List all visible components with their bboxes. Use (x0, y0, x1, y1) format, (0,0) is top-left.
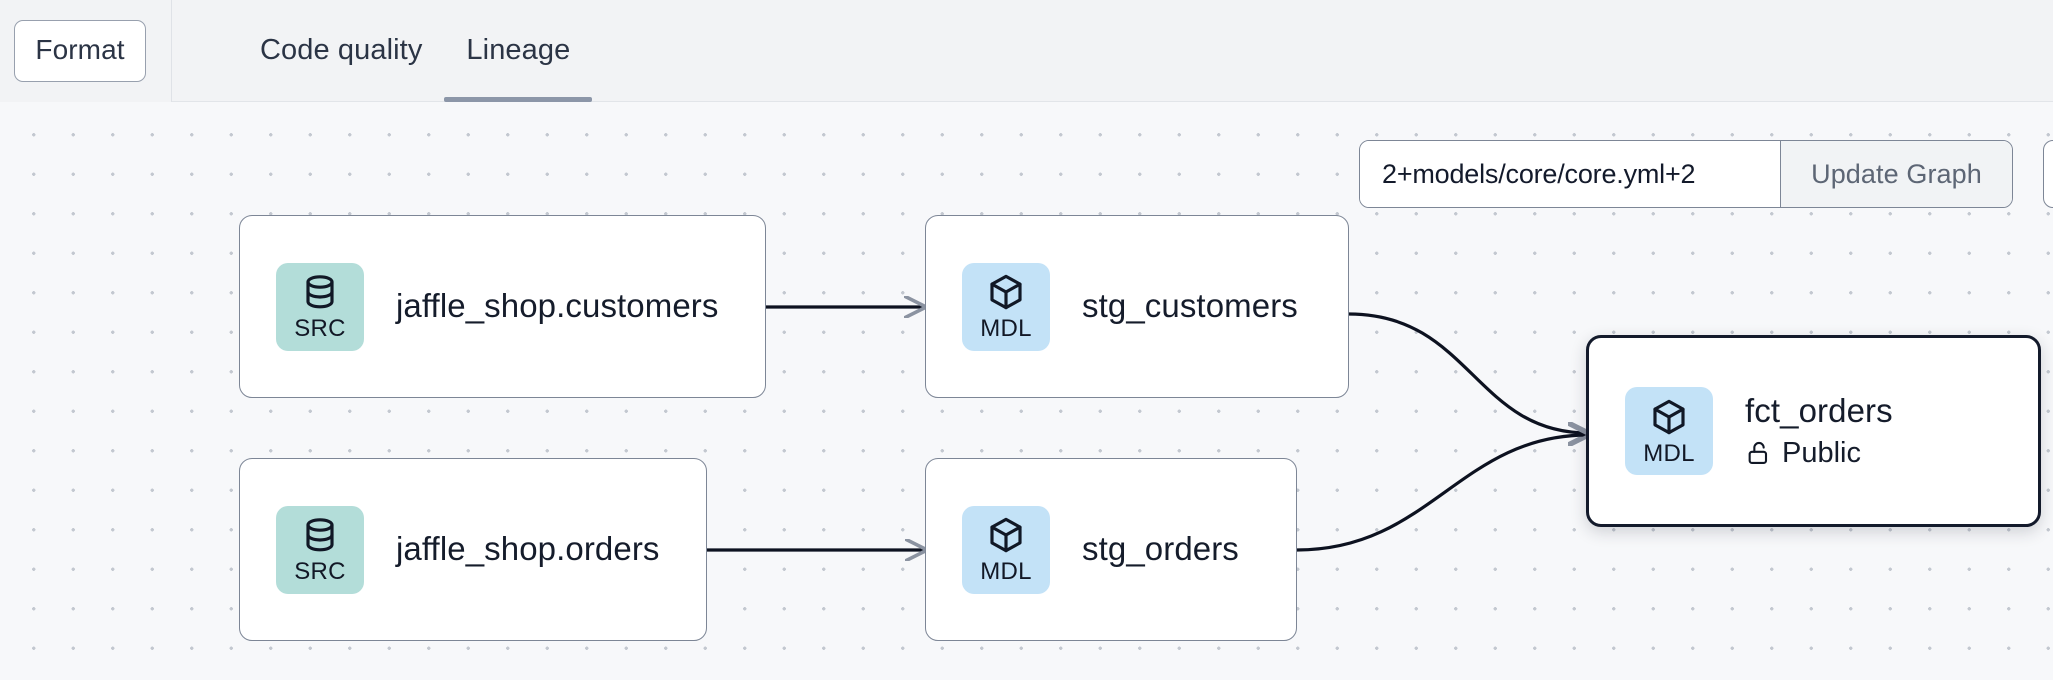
node-body: jaffle_shop.customers (396, 287, 719, 326)
lineage-node-jaffle-shop-orders[interactable]: SRC jaffle_shop.orders (239, 458, 707, 641)
canvas-overflow-button[interactable] (2043, 140, 2053, 208)
cube-icon (990, 517, 1022, 553)
lineage-node-stg-orders[interactable]: MDL stg_orders (925, 458, 1297, 641)
node-body: stg_customers (1082, 287, 1298, 326)
unlock-icon (1748, 442, 1768, 465)
lineage-node-fct-orders[interactable]: MDL fct_orders Public (1586, 335, 2041, 527)
node-title: stg_customers (1082, 287, 1298, 325)
node-badge-label: MDL (1643, 439, 1695, 467)
node-badge-label: SRC (294, 558, 346, 585)
tab-bar: Code quality Lineage (172, 0, 593, 102)
graph-selector-input[interactable] (1360, 141, 1780, 207)
node-body: stg_orders (1082, 530, 1239, 569)
node-badge-src: SRC (276, 262, 364, 351)
node-visibility-label: Public (1782, 436, 1861, 469)
node-title: jaffle_shop.orders (396, 530, 660, 568)
node-title: fct_orders (1745, 392, 1893, 430)
edge-stg-orders-to-fct-orders (1296, 435, 1588, 552)
toolbar-left-group: Format (0, 0, 172, 102)
lineage-node-jaffle-shop-customers[interactable]: SRC jaffle_shop.customers (239, 215, 766, 398)
tab-lineage[interactable]: Lineage (444, 0, 593, 102)
node-badge-label: MDL (980, 558, 1032, 585)
node-body: fct_orders Public (1745, 392, 1893, 470)
database-icon (306, 275, 334, 309)
format-button[interactable]: Format (14, 19, 146, 82)
tab-code-quality[interactable]: Code quality (260, 34, 423, 66)
node-badge-label: SRC (294, 315, 346, 342)
lineage-node-stg-customers[interactable]: MDL stg_customers (925, 215, 1349, 398)
node-visibility: Public (1745, 437, 1893, 470)
top-toolbar: Format Code quality Lineage (0, 0, 2053, 102)
node-badge-mdl: MDL (962, 505, 1050, 594)
node-badge-mdl: MDL (962, 262, 1050, 351)
node-title: stg_orders (1082, 530, 1239, 568)
database-icon (306, 518, 334, 552)
cube-icon (1653, 399, 1685, 434)
update-graph-button[interactable]: Update Graph (1780, 141, 2012, 207)
graph-selector: Update Graph (1359, 140, 2013, 208)
lineage-canvas[interactable]: SRC jaffle_shop.customers MDL stg_custom… (0, 102, 2053, 680)
node-body: jaffle_shop.orders (396, 530, 660, 569)
edge-stg-customers-to-fct-orders (1348, 312, 1588, 433)
node-badge-mdl: MDL (1625, 387, 1713, 475)
node-badge-src: SRC (276, 505, 364, 594)
cube-icon (990, 274, 1022, 310)
node-title: jaffle_shop.customers (396, 287, 719, 325)
node-badge-label: MDL (980, 315, 1032, 342)
